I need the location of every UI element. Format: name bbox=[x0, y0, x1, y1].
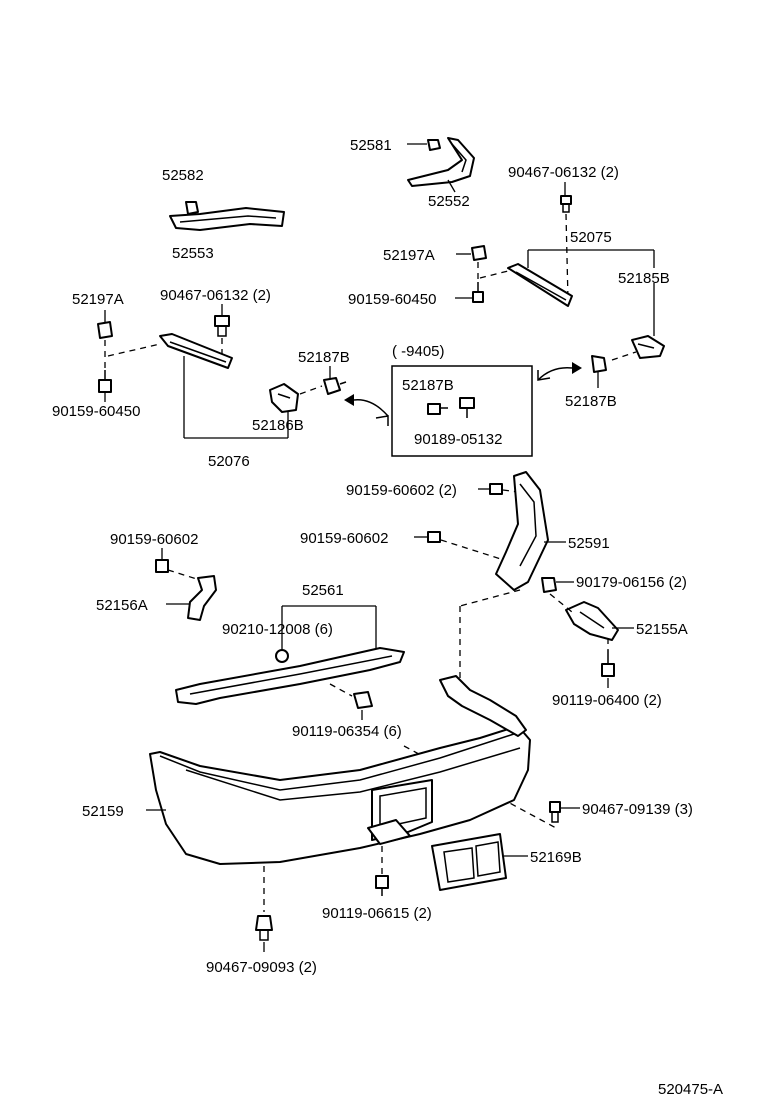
clip-52582 bbox=[185, 201, 199, 215]
label-52185B: 52185B bbox=[618, 270, 670, 287]
clip-52197A-left bbox=[97, 321, 113, 339]
label-52186B: 52186B bbox=[252, 417, 304, 434]
label-52197A-right: 52197A bbox=[383, 247, 435, 264]
bolt-90159-60602-mid bbox=[427, 531, 441, 543]
label-52553: 52553 bbox=[172, 245, 214, 262]
reinforcement-52561 bbox=[175, 647, 405, 705]
label-90467-06132-right: 90467-06132 (2) bbox=[508, 164, 619, 181]
label-52561: 52561 bbox=[302, 582, 344, 599]
garnish-52552 bbox=[407, 137, 475, 187]
label-52156A: 52156A bbox=[96, 597, 148, 614]
label-90179-06156: 90179-06156 (2) bbox=[576, 574, 687, 591]
label-52187B-top: 52187B bbox=[298, 349, 350, 366]
label-52581: 52581 bbox=[350, 137, 392, 154]
bolt-90467-06132-left bbox=[214, 315, 230, 337]
bolt-90467-09093 bbox=[255, 915, 273, 941]
retainer-52076 bbox=[159, 333, 233, 369]
bracket-52186B bbox=[269, 383, 299, 413]
label-90159-60450-right: 90159-60450 bbox=[348, 291, 436, 308]
bolt-90119-06400 bbox=[601, 650, 615, 677]
label-90119-06400: 90119-06400 (2) bbox=[552, 692, 662, 709]
clip-52581 bbox=[427, 139, 441, 151]
bolt-90119-06354 bbox=[353, 691, 373, 709]
clip-52187B-right bbox=[591, 355, 607, 373]
label-52075: 52075 bbox=[570, 229, 612, 246]
bolt-90159-60602-left bbox=[155, 559, 169, 573]
bracket-52156A bbox=[187, 575, 217, 621]
label-90467-06132-left: 90467-06132 (2) bbox=[160, 287, 271, 304]
bracket-52155A bbox=[565, 601, 619, 641]
bolt-90159-60602-2 bbox=[489, 483, 503, 495]
label-90159-60450-left: 90159-60450 bbox=[52, 403, 140, 420]
license-bracket-52169B bbox=[431, 833, 507, 891]
label-90159-60602-2: 90159-60602 (2) bbox=[346, 482, 457, 499]
label-90467-09139: 90467-09139 (3) bbox=[582, 801, 693, 818]
label-90210-12008: 90210-12008 (6) bbox=[222, 621, 333, 638]
variant-box bbox=[391, 365, 533, 457]
date-range-label: ( -9405) bbox=[392, 343, 445, 360]
side-bracket-52591 bbox=[495, 471, 549, 591]
label-52591: 52591 bbox=[568, 535, 610, 552]
label-52155A: 52155A bbox=[636, 621, 688, 638]
label-90159-60602-left: 90159-60602 bbox=[110, 531, 198, 548]
garnish-52553 bbox=[169, 207, 285, 231]
label-52552: 52552 bbox=[428, 193, 470, 210]
bolt-90467-09139 bbox=[549, 801, 561, 823]
figure-code: 520475-A bbox=[658, 1081, 723, 1098]
retainer-52075 bbox=[507, 263, 573, 307]
label-90119-06615: 90119-06615 (2) bbox=[322, 905, 432, 922]
label-52169B: 52169B bbox=[530, 849, 582, 866]
label-52187B-right: 52187B bbox=[565, 393, 617, 410]
bolt-90119-06615 bbox=[375, 875, 389, 896]
clip-90210-12008 bbox=[275, 649, 289, 663]
bolt-90467-06132-right bbox=[560, 195, 572, 213]
bolt-90159-60450-left bbox=[98, 370, 112, 393]
label-52582: 52582 bbox=[162, 167, 204, 184]
bracket-52185B bbox=[631, 335, 665, 359]
label-52076: 52076 bbox=[208, 453, 250, 470]
bolt-90189-05132 bbox=[459, 397, 475, 418]
clip-52187B-box bbox=[427, 403, 448, 415]
label-52159: 52159 bbox=[82, 803, 124, 820]
bumper-cover-52159 bbox=[149, 675, 531, 865]
label-90467-09093: 90467-09093 (2) bbox=[206, 959, 317, 976]
label-90119-06354: 90119-06354 (6) bbox=[292, 723, 402, 740]
label-52187B-box: 52187B bbox=[402, 377, 454, 394]
bolt-90159-60450-right bbox=[472, 282, 484, 303]
nut-90179-06156 bbox=[541, 577, 557, 593]
clip-52197A-right bbox=[471, 245, 487, 261]
clip-52187B-top bbox=[323, 377, 347, 395]
label-52197A-left: 52197A bbox=[72, 291, 124, 308]
label-90189-05132: 90189-05132 bbox=[414, 431, 502, 448]
label-90159-60602-mid: 90159-60602 bbox=[300, 530, 388, 547]
